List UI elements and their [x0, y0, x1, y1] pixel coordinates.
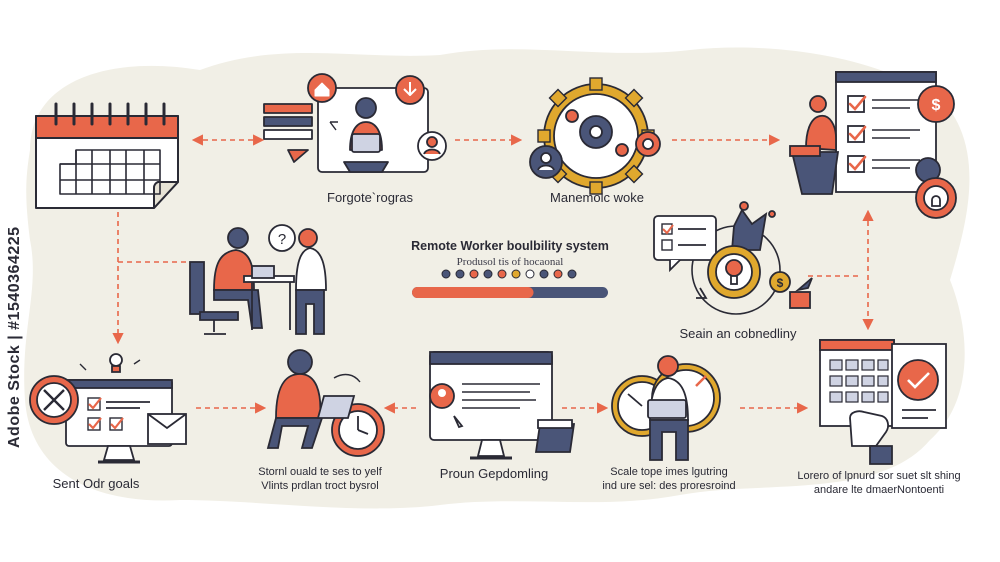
- progress-fill: [412, 287, 534, 298]
- progress-dot: [498, 270, 506, 278]
- progress-dot: [442, 270, 450, 278]
- progress-dot: [568, 270, 576, 278]
- center-subtitle: Produsol tis of hocaonal: [412, 256, 608, 268]
- calendar-icon: [36, 104, 178, 208]
- label-manemolc-woke: Manemolc woke: [522, 190, 672, 205]
- dollar-icon: $: [932, 97, 941, 114]
- label-proun: Proun Gepdomling: [424, 466, 564, 481]
- progress-dot: [540, 270, 548, 278]
- center-title: Remote Worker boulbility system: [392, 239, 628, 253]
- label-storm-line1: Stornl ouald te ses to yelf: [240, 466, 400, 479]
- progress-dot: [484, 270, 492, 278]
- stock-watermark: Adobe Stock | #1540364225: [6, 226, 24, 448]
- label-scale-line1: Scale tope imes lgutring: [584, 466, 754, 479]
- user-icon: [427, 137, 437, 147]
- svg-text:$: $: [777, 276, 784, 290]
- label-forgotten-progress: Forgote`rogras: [290, 190, 450, 205]
- progress-dot: [512, 270, 520, 278]
- label-set-goals: Sent Odr goals: [26, 476, 166, 491]
- label-lorem-line2: andare lte dmaerNontoenti: [784, 484, 974, 497]
- progress-dot: [456, 270, 464, 278]
- svg-text:?: ?: [278, 231, 286, 248]
- progress-dot: [526, 270, 534, 278]
- label-scale-line2: ind ure sel: des proresroind: [584, 480, 754, 493]
- progress-dot: [470, 270, 478, 278]
- label-seain: Seain an cobnedliny: [650, 326, 826, 341]
- label-storm-line2: Vlints prdlan troct bysrol: [240, 480, 400, 493]
- label-lorem-line1: Lorero of lpnurd sor suet slt shing: [784, 470, 974, 483]
- progress-dot: [554, 270, 562, 278]
